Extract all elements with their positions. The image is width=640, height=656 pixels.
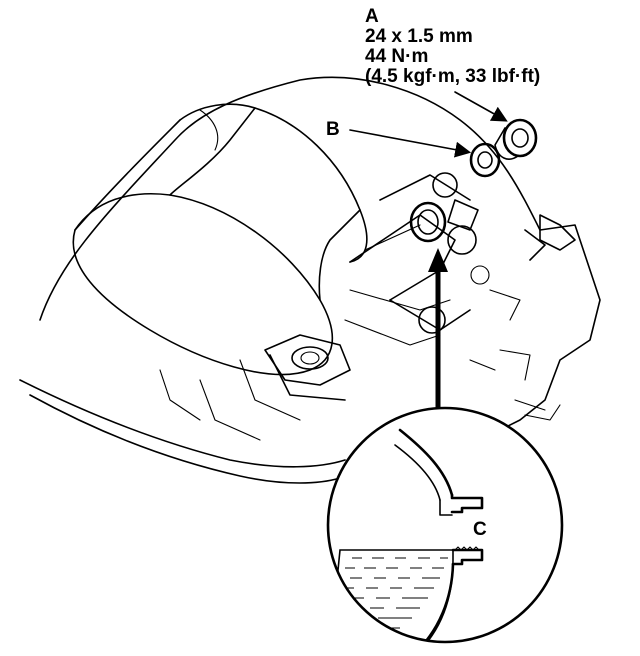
transmission-case (19, 76, 601, 484)
case-wall-lower (416, 562, 455, 642)
detail-pointer-head (428, 248, 448, 272)
label-a-letter: A (365, 6, 379, 27)
drain-plug (494, 118, 538, 160)
label-a-thread-size: 24 x 1.5 mm (365, 26, 473, 47)
thread-teeth (454, 546, 480, 551)
leader-line-b (349, 129, 472, 158)
label-a-torque-nm: 44 N·m (365, 46, 428, 67)
label-c-letter: C (473, 519, 487, 540)
thread-upper (450, 493, 484, 514)
case-wall-upper (398, 428, 454, 497)
fluid-hatch (342, 557, 448, 629)
leader-line-a (454, 91, 508, 122)
detail-view (326, 406, 564, 644)
thread-lower (451, 548, 484, 566)
label-b-letter: B (326, 119, 340, 140)
sealing-washer (469, 142, 501, 178)
label-a-torque-alt: (4.5 kgf·m, 33 lbf·ft) (365, 66, 540, 87)
